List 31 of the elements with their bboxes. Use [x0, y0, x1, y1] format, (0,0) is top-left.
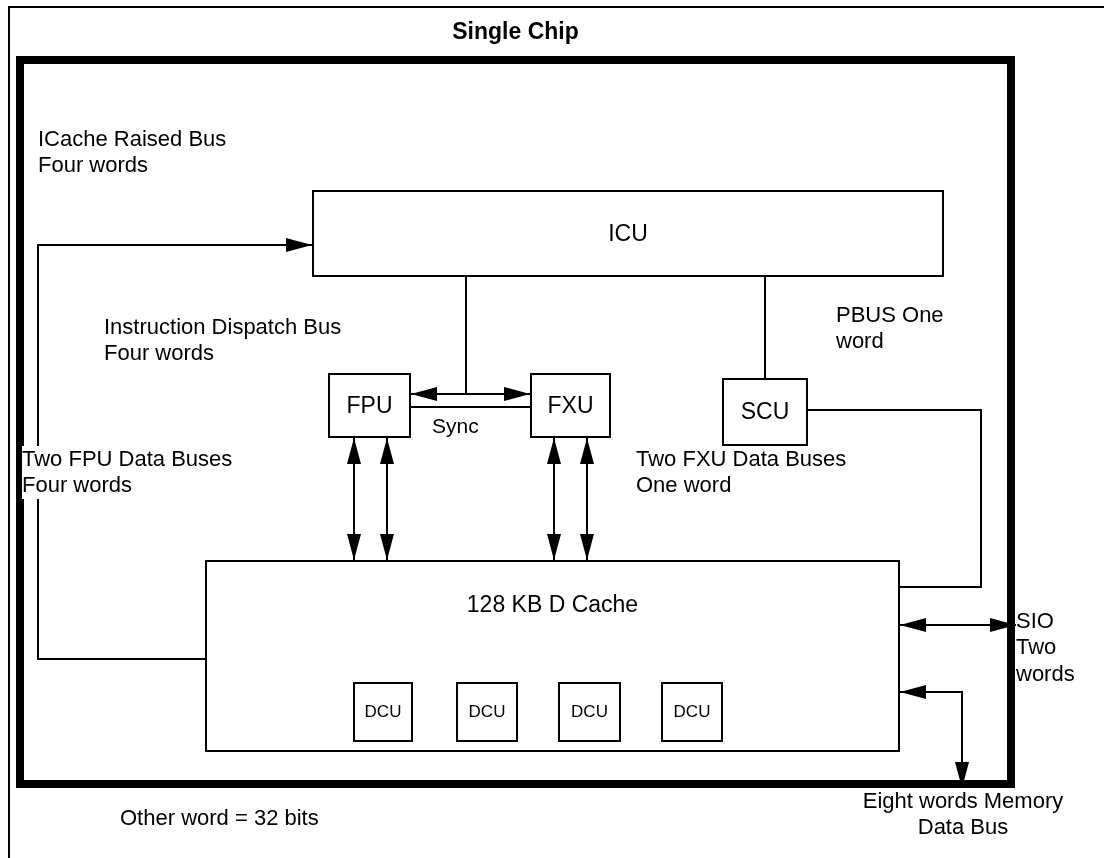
bus-connector: [347, 437, 361, 561]
block-label: ICU: [608, 220, 648, 247]
block-label: 128 KB D Cache: [466, 592, 639, 618]
bus-connector: [380, 437, 394, 561]
bus-connector: [465, 276, 531, 401]
bus-connector: [37, 238, 313, 660]
unit-box: [353, 682, 413, 742]
unit-box: [558, 682, 621, 742]
block-label: SCU: [740, 399, 790, 425]
block-label: FPU: [346, 392, 393, 419]
unit-box: [312, 190, 944, 277]
unit-box: [722, 378, 808, 446]
block-label: DCU: [673, 702, 711, 722]
unit-box: [530, 373, 611, 438]
bus-connector: [807, 409, 982, 588]
cache-box: [205, 560, 900, 752]
bus-label: Eight words Memory Data Bus: [860, 788, 1066, 856]
bus-connector: [547, 437, 561, 561]
block-label: DCU: [364, 702, 402, 722]
block-label: DCU: [468, 702, 506, 722]
bus-connector: [899, 618, 1017, 632]
block-label: DCU: [571, 702, 608, 722]
unit-box: [456, 682, 518, 742]
bus-connector: [764, 276, 766, 379]
bus-label: SIO Two words: [1016, 608, 1078, 708]
bus-connector: [410, 406, 531, 408]
chip-title: Single Chip: [451, 18, 580, 45]
unit-box: [328, 373, 411, 438]
block-label: FXU: [547, 392, 594, 419]
bus-connector: [580, 437, 594, 561]
unit-box: [661, 682, 723, 742]
